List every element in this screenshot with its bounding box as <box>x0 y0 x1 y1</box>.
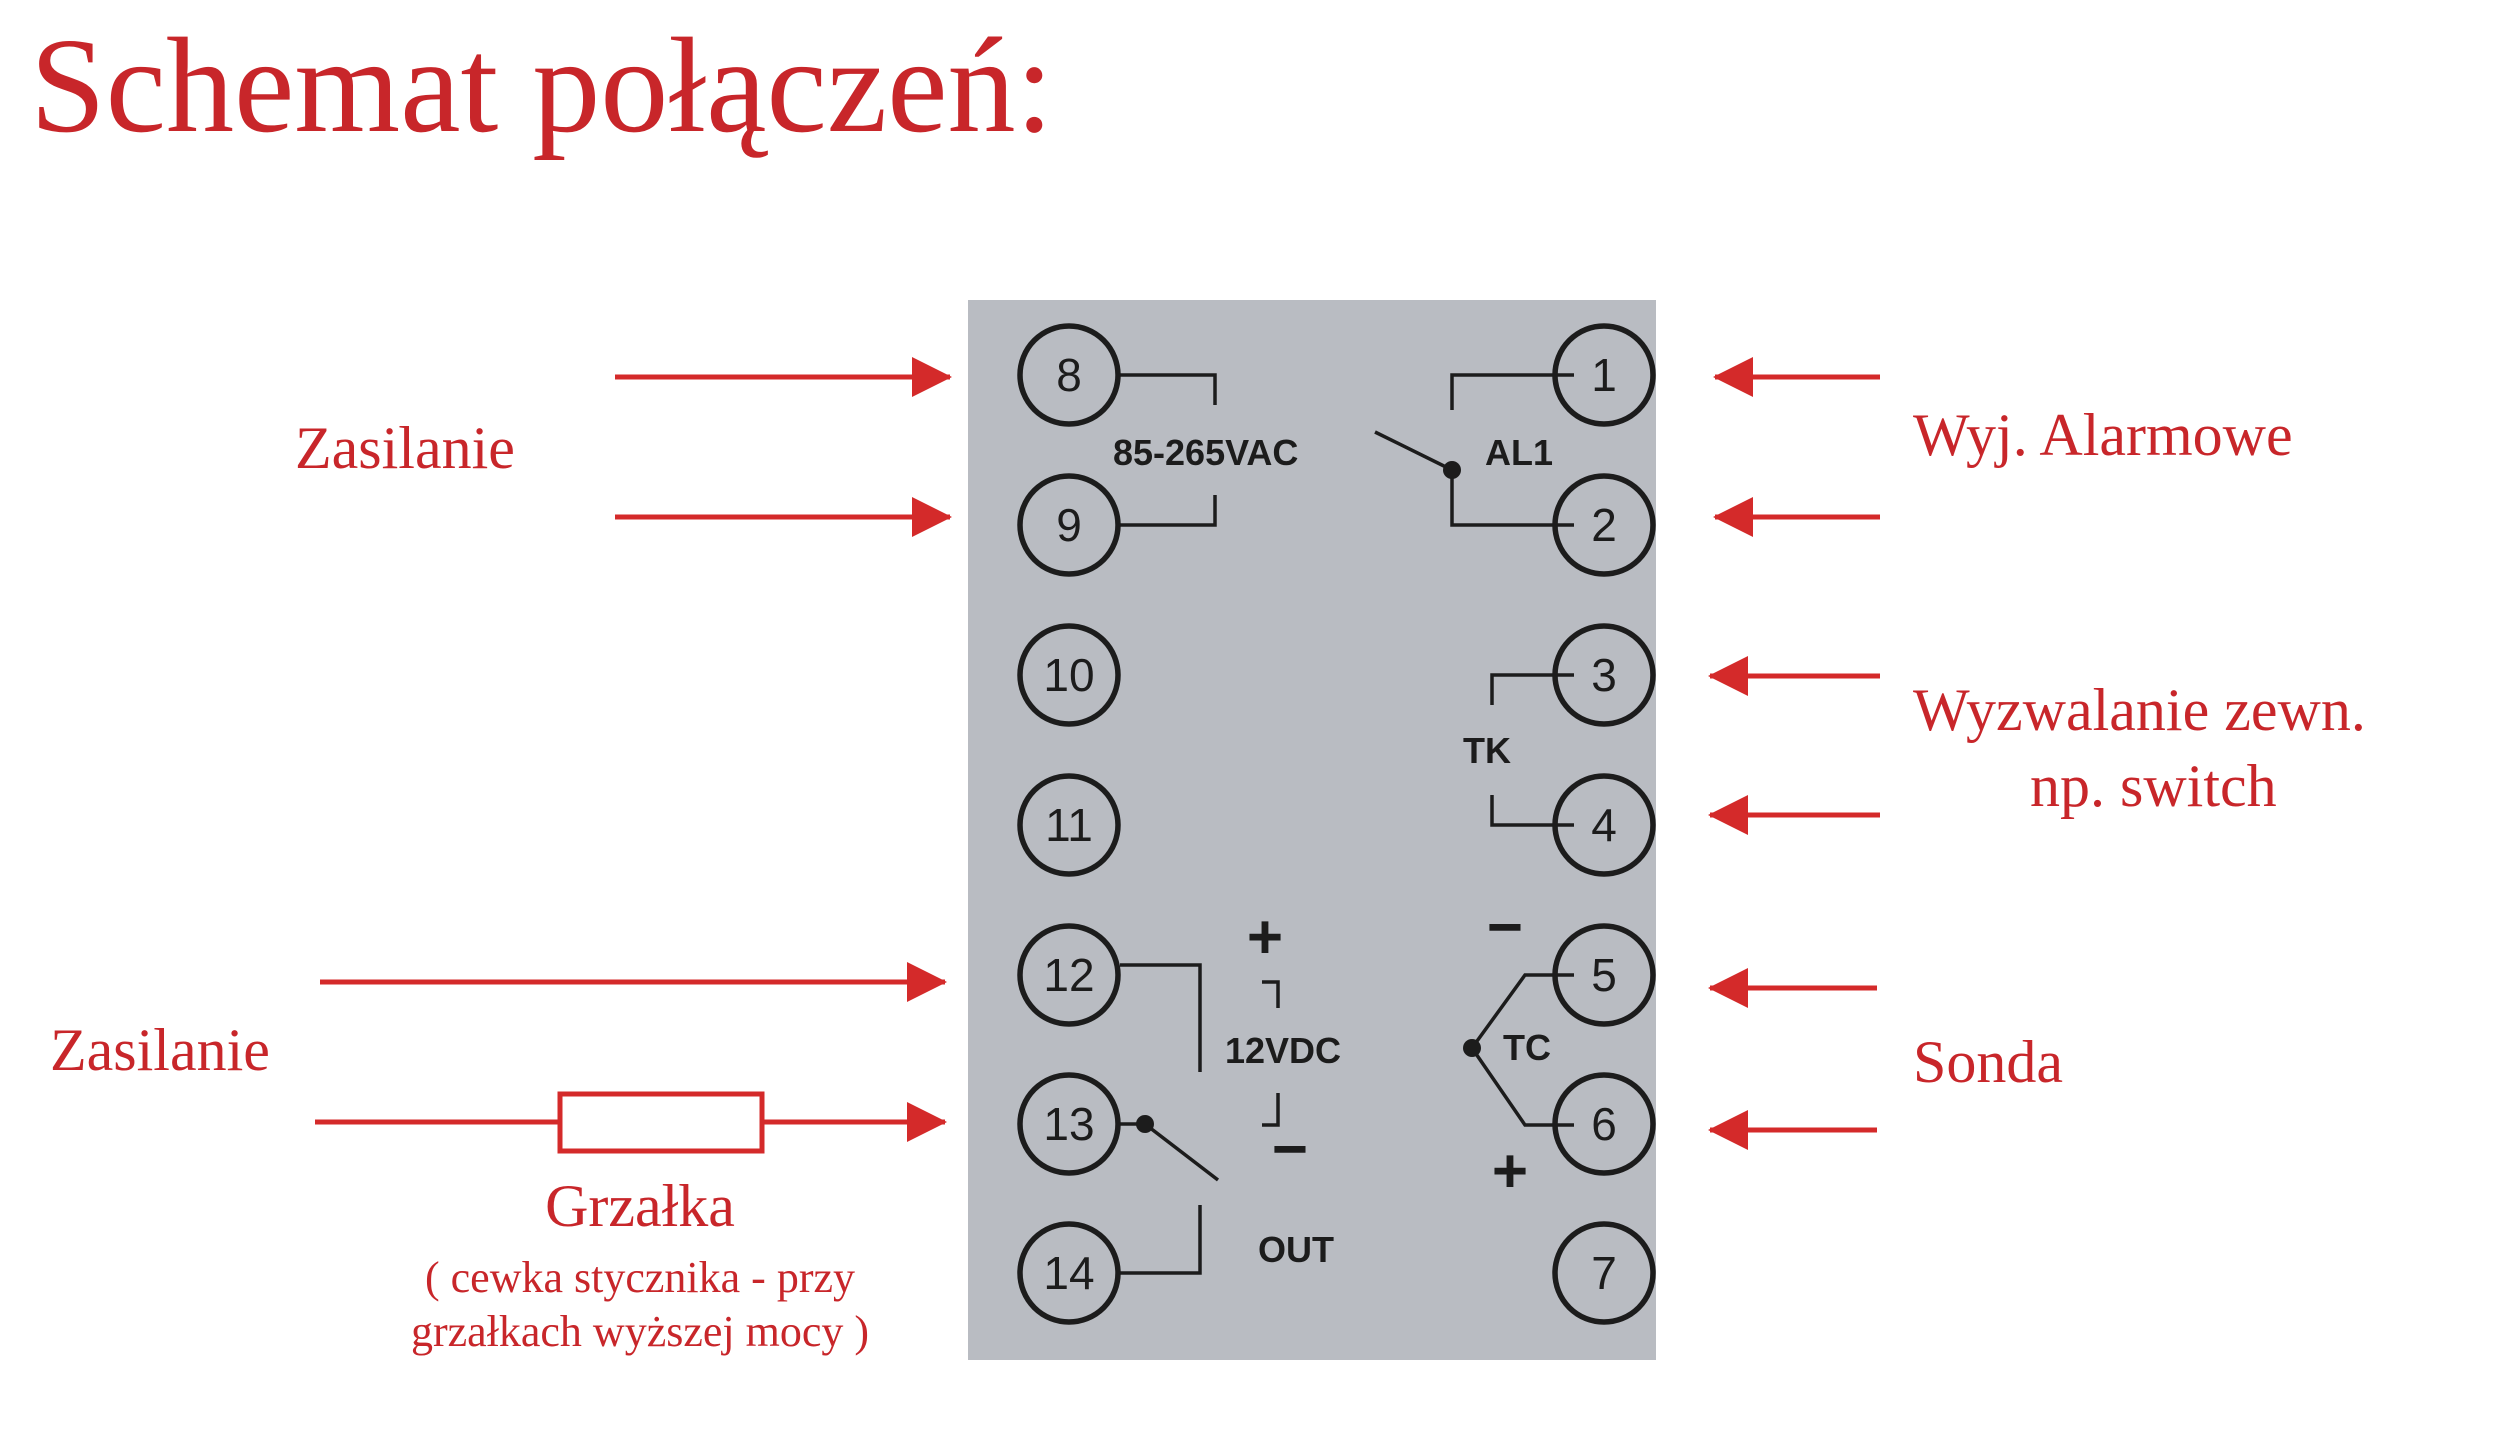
vdc-bracket-top <box>1262 980 1280 1008</box>
minus-sign-tc: − <box>1487 893 1523 962</box>
vdc-bracket-bottom <box>1262 1093 1280 1127</box>
terminal-1-label: 1 <box>1591 349 1617 401</box>
al1-label: AL1 <box>1485 432 1553 473</box>
heater-resistor <box>557 1091 765 1154</box>
terminal-10: 10 <box>1017 623 1121 727</box>
tk-label: TK <box>1463 730 1511 771</box>
plus-sign-top: + <box>1247 903 1283 972</box>
terminal-5-label: 5 <box>1591 949 1617 1001</box>
terminals: 8 9 10 11 12 13 14 1 <box>1017 323 1656 1325</box>
wire-14 <box>1120 1205 1202 1275</box>
terminal-10-label: 10 <box>1043 649 1094 701</box>
label-sonda: Sonda <box>1913 1029 2063 1095</box>
terminal-12: 12 <box>1017 923 1121 1027</box>
label-zasilanie-top: Zasilanie <box>295 415 515 481</box>
label-wyj-alarmowe: Wyj. Alarmowe <box>1913 402 2293 468</box>
terminal-4-label: 4 <box>1591 799 1617 851</box>
terminal-11: 11 <box>1017 773 1121 877</box>
vdc-label: 12VDC <box>1225 1030 1341 1071</box>
tc-label: TC <box>1503 1027 1551 1068</box>
wire-12 <box>1120 963 1202 1072</box>
vac-label: 85-265VAC <box>1113 432 1298 473</box>
wire-1 <box>1450 373 1574 410</box>
terminal-9-label: 9 <box>1056 499 1082 551</box>
wire-3 <box>1490 673 1574 705</box>
wire-2 <box>1450 470 1574 527</box>
page-title: Schemat połączeń: <box>30 11 1054 161</box>
terminal-6: 6 <box>1552 1072 1656 1176</box>
terminal-3-label: 3 <box>1591 649 1617 701</box>
out-label: OUT <box>1258 1229 1334 1270</box>
al1-contact <box>1374 430 1453 472</box>
terminal-1: 1 <box>1552 323 1656 427</box>
minus-sign-out: − <box>1272 1115 1308 1184</box>
label-grzalka-note-line1: ( cewka stycznika - przy <box>424 1253 855 1302</box>
terminal-7-label: 7 <box>1591 1247 1617 1299</box>
terminal-9: 9 <box>1017 473 1121 577</box>
wire-8 <box>1120 373 1217 405</box>
terminal-8-label: 8 <box>1056 349 1082 401</box>
plus-sign-tc: + <box>1492 1137 1528 1206</box>
terminal-7: 7 <box>1552 1221 1656 1325</box>
terminal-2: 2 <box>1552 473 1656 577</box>
label-wyzwalanie-line2: np. switch <box>2030 753 2277 819</box>
terminal-13: 13 <box>1017 1072 1121 1176</box>
al1-node <box>1443 461 1461 479</box>
label-grzalka-note-line2: grzałkach wyższej mocy ) <box>410 1307 870 1356</box>
terminal-5: 5 <box>1552 923 1656 1027</box>
terminal-14: 14 <box>1017 1221 1121 1325</box>
terminal-4: 4 <box>1552 773 1656 877</box>
wire-4 <box>1490 795 1574 827</box>
arrows <box>315 357 1880 1150</box>
panel-nodes <box>1136 461 1481 1133</box>
terminal-12-label: 12 <box>1043 949 1094 1001</box>
label-zasilanie-bottom: Zasilanie <box>50 1017 270 1083</box>
terminal-11-label: 11 <box>1045 799 1093 851</box>
terminal-14-label: 14 <box>1043 1247 1094 1299</box>
out-node <box>1136 1115 1154 1133</box>
label-wyzwalanie-line1: Wyzwalanie zewn. <box>1913 677 2366 743</box>
terminal-6-label: 6 <box>1591 1098 1617 1150</box>
terminal-13-label: 13 <box>1043 1098 1094 1150</box>
tc-node <box>1463 1039 1481 1057</box>
wire-9 <box>1120 495 1217 527</box>
terminal-2-label: 2 <box>1591 499 1617 551</box>
label-grzalka: Grzałka <box>545 1173 735 1239</box>
terminal-3: 3 <box>1552 623 1656 727</box>
terminal-8: 8 <box>1017 323 1121 427</box>
